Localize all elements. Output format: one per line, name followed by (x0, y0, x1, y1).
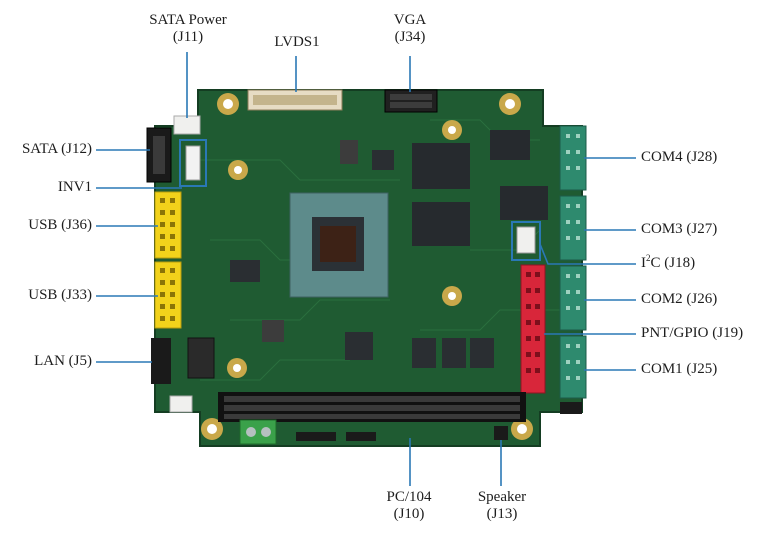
label-i2c-post: C (J18) (650, 255, 696, 271)
lvds-connector (247, 89, 343, 111)
leader-i2c (539, 243, 636, 265)
sata-power-connector (173, 115, 201, 135)
label-com2: COM2 (J26) (641, 291, 718, 307)
label-sata-power: SATA Power (J11) (136, 12, 240, 47)
usb-j33-header (154, 261, 182, 329)
label-vga-line2: (J34) (394, 29, 426, 46)
terminal-block (239, 419, 277, 445)
vga-header (384, 89, 438, 113)
label-com1: COM1 (J25) (641, 361, 718, 377)
power-connector (169, 395, 193, 413)
small-components (230, 140, 494, 368)
inv1-connector (179, 139, 207, 187)
label-usb-j36: USB (J36) (28, 217, 92, 233)
leader-lines (96, 52, 636, 486)
label-pc104: PC/104 (J10) (374, 489, 444, 524)
label-lvds1-line1: LVDS1 (274, 34, 320, 50)
label-lan: LAN (J5) (34, 353, 92, 369)
label-vga: VGA (J34) (380, 12, 440, 47)
label-com3: COM3 (J27) (641, 221, 718, 237)
label-speaker-line2: (J13) (486, 506, 518, 523)
lan-header (151, 337, 215, 384)
label-speaker: Speaker (J13) (466, 489, 538, 524)
bottom-header-2 (346, 432, 376, 441)
label-pc104-line1: PC/104 (386, 489, 432, 505)
soc-chip (289, 192, 389, 298)
label-i2c-sup: 2 (646, 253, 651, 263)
label-pnt-gpio: PNT/GPIO (J19) (641, 325, 744, 341)
label-lvds1: LVDS1 (262, 34, 332, 51)
speaker-header (494, 426, 508, 440)
sata-connector (146, 127, 172, 183)
pc104-connector (218, 392, 526, 422)
label-usb-j33: USB (J33) (28, 287, 92, 303)
label-com4: COM4 (J28) (641, 149, 718, 165)
label-pc104-line2: (J10) (393, 506, 425, 523)
label-inv1: INV1 (57, 179, 92, 195)
label-sata: SATA (J12) (21, 141, 92, 157)
label-vga-line1: VGA (393, 12, 427, 28)
memory-chips (412, 130, 548, 246)
label-sata-power-line2: (J11) (172, 29, 204, 46)
label-sata-power-line1: SATA Power (149, 12, 227, 28)
usb-j36-header (154, 191, 182, 259)
label-i2c: I2C (J18) (641, 253, 696, 272)
bottom-header (296, 432, 336, 441)
mounting-holes (201, 93, 533, 440)
pnt-gpio-header (520, 264, 546, 394)
i2c-connector (511, 221, 541, 261)
label-i2c-pre: I (641, 255, 646, 271)
com-headers (559, 125, 587, 414)
label-speaker-line1: Speaker (477, 489, 527, 505)
